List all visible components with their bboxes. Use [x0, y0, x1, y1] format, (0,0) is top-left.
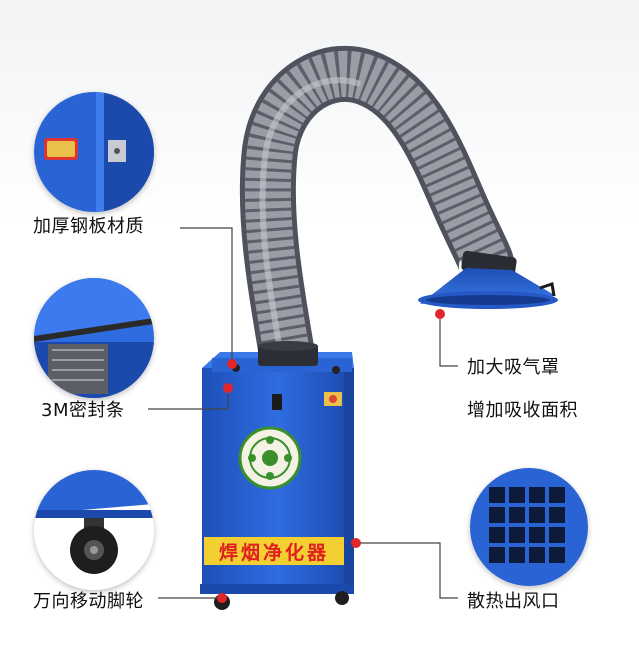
green-logo-emblem	[238, 426, 302, 490]
label-universal-wheel: 万向移动脚轮	[33, 591, 144, 612]
machine-name-text: 焊烟净化器	[218, 541, 329, 564]
seal-strip-closeup-icon	[34, 278, 154, 398]
leader-lines	[148, 227, 458, 599]
label-seal-strip: 3M密封条	[41, 400, 125, 421]
caster-wheel-closeup-icon	[34, 470, 154, 590]
steel-plate-closeup-icon	[34, 92, 154, 212]
label-hood-line1: 加大吸气罩	[467, 357, 560, 378]
red-markers	[217, 309, 445, 603]
machine-name-plate: 焊烟净化器	[204, 537, 344, 565]
label-hood-line2: 增加吸收面积	[467, 400, 578, 421]
label-thick-steel: 加厚钢板材质	[33, 216, 144, 237]
label-vent: 散热出风口	[467, 591, 560, 612]
vent-grille-closeup-icon	[470, 468, 588, 586]
